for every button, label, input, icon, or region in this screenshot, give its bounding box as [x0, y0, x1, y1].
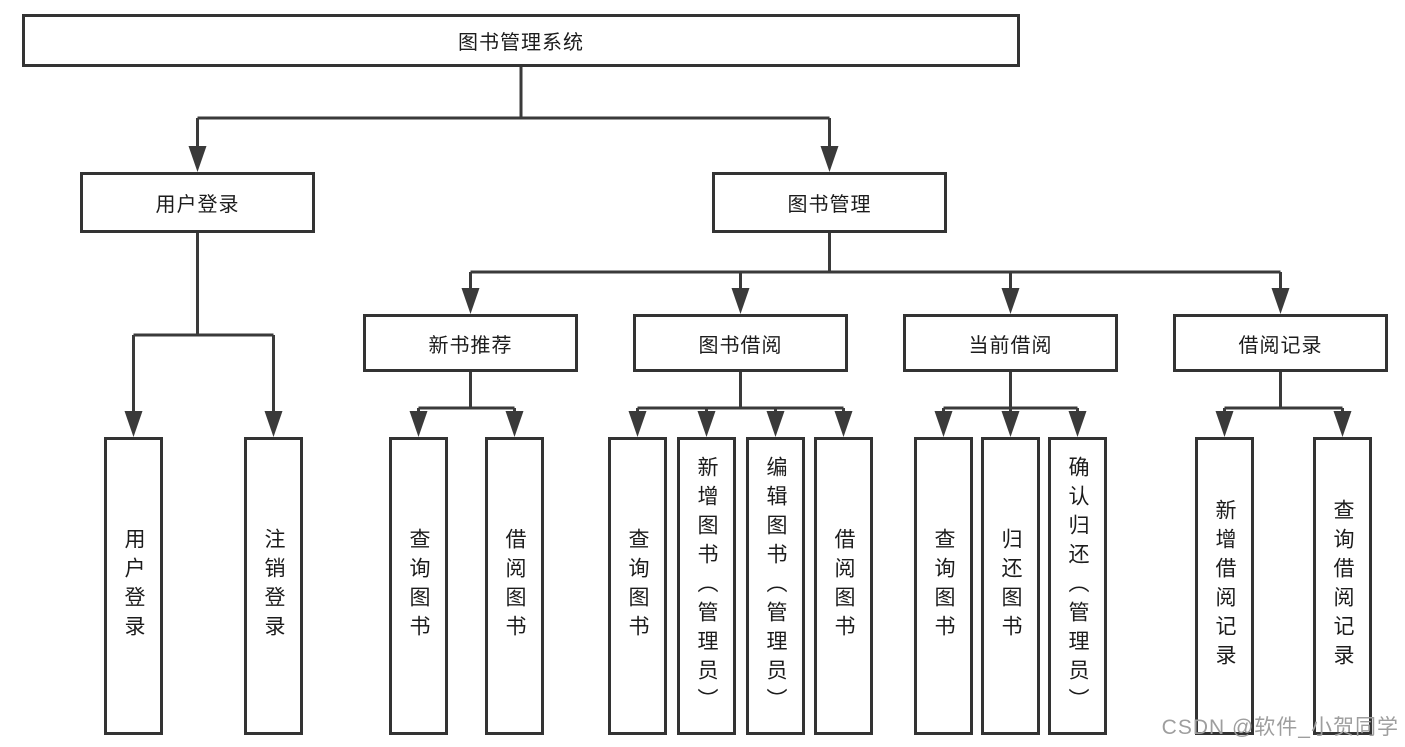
leaf-query-borrow-record: 查询借阅记录	[1313, 437, 1372, 735]
leaf-user-login-label: 用户登录	[122, 528, 145, 644]
node-borrowing-records: 借阅记录	[1173, 314, 1388, 372]
node-book-management: 图书管理	[712, 172, 947, 233]
leaf-logout-login: 注销登录	[244, 437, 303, 735]
node-book-management-label: 图书管理	[787, 194, 872, 216]
leaf-query-books-current: 查询图书	[914, 437, 973, 735]
leaf-logout-login-label: 注销登录	[262, 528, 285, 644]
node-current-borrowing-label: 当前借阅	[968, 334, 1053, 357]
csdn-watermark: CSDN @软件_小贺同学	[1161, 716, 1399, 739]
leaf-return-books-label: 归还图书	[999, 528, 1022, 644]
leaf-return-books: 归还图书	[981, 437, 1040, 735]
node-new-book-recommend-label: 新书推荐	[428, 334, 513, 357]
leaf-edit-books-admin: 编辑图书（管理员）	[746, 437, 805, 735]
node-root: 图书管理系统	[22, 14, 1020, 67]
leaf-query-books-recommend: 查询图书	[389, 437, 448, 735]
node-new-book-recommend: 新书推荐	[363, 314, 578, 372]
leaf-borrow-books-borrowing-label: 借阅图书	[832, 528, 855, 644]
leaf-edit-books-admin-label: 编辑图书（管理员）	[764, 455, 787, 717]
node-user-login: 用户登录	[80, 172, 315, 233]
leaf-borrow-books-borrowing: 借阅图书	[814, 437, 873, 735]
leaf-user-login: 用户登录	[104, 437, 163, 735]
leaf-add-books-admin-label: 新增图书（管理员）	[695, 455, 718, 717]
leaf-query-books-recommend-label: 查询图书	[407, 528, 430, 644]
node-current-borrowing: 当前借阅	[903, 314, 1118, 372]
leaf-add-borrow-record-label: 新增借阅记录	[1213, 499, 1236, 673]
leaf-add-books-admin: 新增图书（管理员）	[677, 437, 736, 735]
leaf-confirm-return-admin: 确认归还（管理员）	[1048, 437, 1107, 735]
node-user-login-label: 用户登录	[155, 194, 240, 216]
leaf-query-borrow-record-label: 查询借阅记录	[1331, 499, 1354, 673]
leaf-confirm-return-admin-label: 确认归还（管理员）	[1066, 455, 1089, 717]
leaf-borrow-books-recommend-label: 借阅图书	[503, 528, 526, 644]
node-borrowing-records-label: 借阅记录	[1238, 334, 1323, 357]
leaf-query-books-borrowing-label: 查询图书	[626, 528, 649, 644]
leaf-query-books-current-label: 查询图书	[932, 528, 955, 644]
leaf-borrow-books-recommend: 借阅图书	[485, 437, 544, 735]
leaf-query-books-borrowing: 查询图书	[608, 437, 667, 735]
leaf-add-borrow-record: 新增借阅记录	[1195, 437, 1254, 735]
node-root-label: 图书管理系统	[458, 32, 584, 54]
node-book-borrowing-label: 图书借阅	[698, 334, 783, 357]
node-book-borrowing: 图书借阅	[633, 314, 848, 372]
